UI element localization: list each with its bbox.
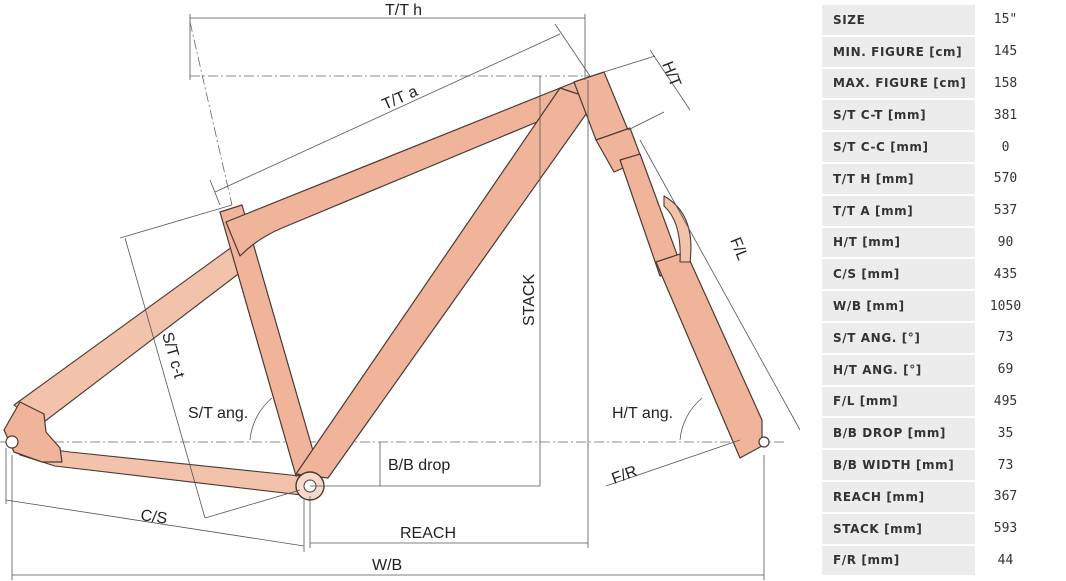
label-wb: W/B: [372, 557, 402, 574]
spec-label: H/T [mm]: [822, 227, 975, 258]
spec-row: T/T A [mm] 537: [822, 195, 1036, 226]
spec-label: H/T ANG. [°]: [822, 354, 975, 385]
spec-label: S/T C-C [mm]: [822, 132, 975, 162]
spec-row: REACH [mm] 367: [822, 481, 1036, 512]
spec-label: S/T ANG. [°]: [822, 322, 975, 353]
spec-value: 0: [1001, 139, 1010, 155]
spec-label: B/B DROP [mm]: [822, 418, 975, 449]
spec-label: REACH [mm]: [822, 481, 975, 512]
spec-row: S/T ANG. [°] 73: [822, 322, 1036, 353]
spec-label: F/L [mm]: [822, 386, 975, 417]
label-reach: REACH: [400, 525, 456, 542]
label-fr: F/R: [610, 463, 640, 488]
spec-label: T/T A [mm]: [822, 195, 975, 226]
spec-label: MAX. FIGURE [cm]: [822, 68, 975, 99]
rear-axle: [5, 435, 19, 449]
frame-geometry-diagram: T/T h T/T a H/T F/L STACK S/T c-t S/T an…: [0, 2, 800, 580]
label-ht: H/T: [658, 59, 684, 89]
spec-label: B/B WIDTH [mm]: [822, 450, 975, 480]
spec-value: 381: [993, 107, 1018, 123]
spec-value: 44: [997, 552, 1014, 568]
spec-value: 435: [993, 266, 1018, 282]
spec-value: 73: [997, 330, 1014, 346]
spec-row: B/B WIDTH [mm] 73: [822, 450, 1036, 480]
spec-row: T/T H [mm] 570: [822, 163, 1036, 194]
spec-row: H/T ANG. [°] 69: [822, 354, 1036, 385]
spec-value: 537: [993, 203, 1018, 219]
spec-row: H/T [mm] 90: [822, 227, 1036, 258]
spec-row: STACK [mm] 593: [822, 513, 1036, 544]
spec-value: 69: [997, 362, 1014, 378]
spec-row: F/R [mm] 44: [822, 545, 1036, 576]
spec-value: 35: [997, 425, 1014, 441]
spec-value: 495: [993, 393, 1018, 409]
label-ht-ang: H/T ang.: [612, 405, 673, 422]
spec-value: 90: [997, 234, 1014, 250]
spec-label: F/R [mm]: [822, 545, 975, 576]
spec-value: 145: [993, 44, 1018, 60]
label-stack: STACK: [521, 274, 538, 326]
top-tube: [225, 79, 591, 257]
label-bb-drop: B/B drop: [388, 457, 450, 474]
spec-label: STACK [mm]: [822, 513, 975, 544]
fork-lower: [655, 251, 763, 459]
spec-label: S/T C-T [mm]: [822, 100, 975, 131]
spec-label: C/S [mm]: [822, 259, 975, 290]
spec-row: MAX. FIGURE [cm] 158: [822, 68, 1036, 99]
seat-stay: [13, 243, 255, 426]
brake-arch: [663, 195, 692, 263]
spec-label: MIN. FIGURE [cm]: [822, 36, 975, 67]
spec-label: W/B [mm]: [822, 291, 975, 321]
spec-row: C/S [mm] 435: [822, 259, 1036, 290]
spec-value: 73: [997, 457, 1014, 473]
label-tt-h: T/T h: [385, 2, 422, 19]
label-fl: F/L: [726, 235, 750, 263]
spec-row: SIZE 15": [822, 5, 1036, 35]
spec-label: T/T H [mm]: [822, 163, 975, 194]
front-axle: [758, 436, 770, 448]
spec-row: MIN. FIGURE [cm] 145: [822, 36, 1036, 67]
label-st-ct: S/T c-t: [158, 330, 187, 380]
spec-row: W/B [mm] 1050: [822, 291, 1036, 321]
seat-tube: [219, 204, 319, 477]
spec-value: 367: [993, 489, 1018, 505]
spec-row: S/T C-C [mm] 0: [822, 132, 1036, 162]
label-cs: C/S: [139, 507, 168, 528]
label-tt-a: T/T a: [380, 83, 421, 114]
spec-row: B/B DROP [mm] 35: [822, 418, 1036, 449]
spec-label: SIZE: [822, 5, 975, 35]
spec-value: 15": [993, 12, 1018, 28]
dimension-lines: [5, 14, 800, 580]
spec-value: 1050: [989, 298, 1022, 314]
label-st-ang: S/T ang.: [188, 405, 248, 422]
bike-frame: [3, 71, 770, 501]
spec-value: 158: [993, 75, 1018, 91]
seat-tube-extension: [189, 21, 233, 206]
spec-row: S/T C-T [mm] 381: [822, 100, 1036, 131]
spec-row: F/L [mm] 495: [822, 386, 1036, 417]
spec-value: 593: [993, 521, 1018, 537]
spec-value: 570: [993, 171, 1018, 187]
